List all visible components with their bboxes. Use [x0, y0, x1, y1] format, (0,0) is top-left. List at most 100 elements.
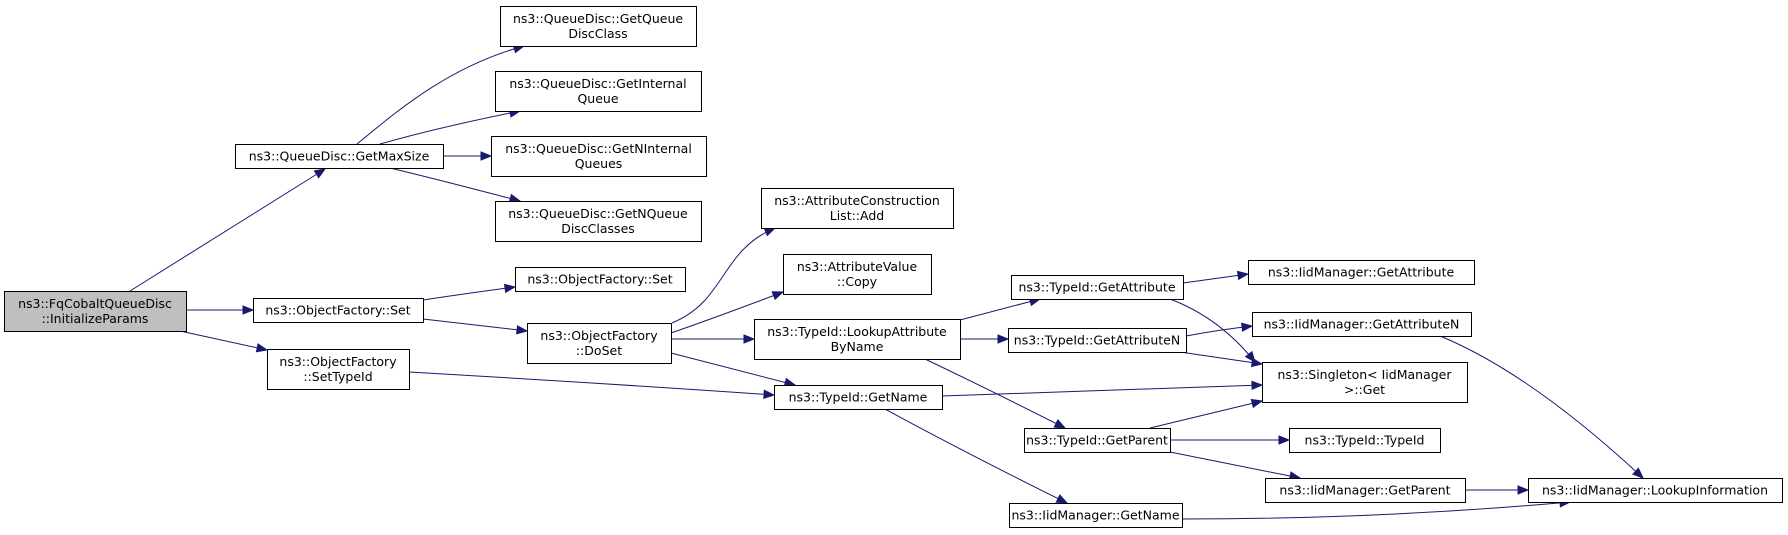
- node-iid-getparent[interactable]: ns3::IidManager::GetParent: [1265, 478, 1466, 503]
- node-label: List::Add: [830, 208, 884, 223]
- edge-arrowhead: [503, 283, 517, 294]
- edge-arrowhead: [763, 227, 777, 237]
- edge-fq-init-to-of-set: [186, 305, 255, 315]
- node-label: ns3::IidManager::LookupInformation: [1542, 483, 1768, 498]
- node-fq-init[interactable]: ns3::FqCobaltQueueDisc::InitializeParams: [4, 291, 187, 332]
- edge-line: [389, 167, 521, 202]
- node-of-settypeid[interactable]: ns3::ObjectFactory::SetTypeId: [267, 349, 410, 390]
- node-label: ns3::IidManager::GetName: [1011, 508, 1179, 523]
- node-box: [500, 6, 697, 47]
- node-of-set[interactable]: ns3::ObjectFactory::Set: [253, 298, 424, 323]
- node-box: [491, 136, 707, 177]
- node-label: ns3::QueueDisc::GetNQueue: [508, 206, 688, 221]
- edge-line: [924, 358, 1066, 429]
- node-av-copy[interactable]: ns3::AttributeValue::Copy: [783, 254, 932, 295]
- node-label: DiscClass: [568, 26, 627, 41]
- node-box: [1024, 428, 1171, 453]
- node-singleton-get[interactable]: ns3::Singleton< IidManager>::Get: [1262, 362, 1468, 403]
- edge-tid-lookupattr-to-tid-getparent: [924, 358, 1067, 429]
- node-label: ns3::QueueDisc::GetNInternal: [505, 141, 692, 156]
- edge-line: [671, 227, 776, 324]
- edge-arrowhead: [1251, 380, 1264, 391]
- edge-tid-getattribute-to-iid-getattribute: [1182, 270, 1250, 284]
- node-label: ns3::ObjectFactory: [279, 354, 397, 369]
- edge-tid-lookupattr-to-tid-getattribute: [959, 297, 1042, 321]
- edge-arrowhead: [1236, 270, 1250, 281]
- node-iid-lookupinfo[interactable]: ns3::IidManager::LookupInformation: [1528, 478, 1783, 503]
- node-label: ns3::QueueDisc::GetMaxSize: [249, 149, 430, 164]
- edge-tid-getparent-to-tid-typeid: [1170, 435, 1291, 445]
- edge-fq-init-to-qd-getmaxsize: [129, 168, 327, 292]
- edge-arrowhead: [255, 343, 269, 353]
- edge-line: [408, 371, 775, 396]
- node-box: [1262, 362, 1468, 403]
- edge-of-settypeid-to-tid-getname: [408, 371, 776, 400]
- edge-tid-getname-to-iid-getname: [884, 408, 1069, 504]
- node-box: [754, 319, 961, 360]
- edge-arrowhead: [771, 291, 785, 301]
- edge-line: [179, 330, 268, 351]
- edge-line: [422, 286, 516, 301]
- edge-tid-getattributen-to-iid-getattributen: [1185, 322, 1254, 337]
- edge-tid-getattributen-to-singleton-get: [1179, 351, 1264, 368]
- node-label: Queues: [575, 156, 623, 171]
- node-label: ns3::ObjectFactory::Set: [265, 303, 410, 318]
- node-of-set2[interactable]: ns3::ObjectFactory::Set: [515, 267, 686, 292]
- node-box: [1252, 312, 1472, 337]
- node-label: ns3::AttributeValue: [797, 259, 918, 274]
- node-label: >::Get: [1344, 382, 1385, 397]
- node-box: [267, 349, 410, 390]
- node-label: DiscClasses: [561, 221, 635, 236]
- edge-tid-getparent-to-singleton-get: [1149, 398, 1264, 429]
- node-tid-getparent[interactable]: ns3::TypeId::GetParent: [1024, 428, 1171, 453]
- node-qd-getmaxsize[interactable]: ns3::QueueDisc::GetMaxSize: [235, 144, 444, 169]
- edge-arrowhead: [1250, 398, 1264, 409]
- node-of-doset[interactable]: ns3::ObjectFactory::DoSet: [527, 323, 672, 364]
- node-label: ::InitializeParams: [42, 311, 149, 326]
- edge-line: [1179, 351, 1263, 365]
- edge-line: [670, 352, 796, 386]
- edge-of-set-to-of-doset: [422, 318, 529, 335]
- edge-of-doset-to-av-copy: [670, 291, 785, 334]
- node-label: ns3::FqCobaltQueueDisc: [18, 296, 172, 311]
- edge-line: [422, 318, 528, 332]
- edge-tid-lookupattr-to-tid-getattributen: [960, 334, 1010, 344]
- edge-of-set-to-of-set2: [422, 283, 517, 301]
- edge-arrowhead: [313, 168, 327, 179]
- node-box: [1248, 260, 1475, 285]
- node-box: [774, 385, 943, 410]
- node-iid-getattributen[interactable]: ns3::IidManager::GetAttributeN: [1252, 312, 1472, 337]
- node-label: ns3::TypeId::GetName: [789, 390, 928, 405]
- node-box: [1265, 478, 1466, 503]
- node-label: ns3::IidManager::GetAttributeN: [1264, 317, 1460, 332]
- node-tid-getname[interactable]: ns3::TypeId::GetName: [774, 385, 943, 410]
- node-box: [235, 144, 444, 169]
- node-box: [1009, 503, 1183, 528]
- edge-of-doset-to-tid-lookupattr: [671, 334, 756, 344]
- node-iid-getname[interactable]: ns3::IidManager::GetName: [1009, 503, 1183, 528]
- edge-iid-getparent-to-iid-lookupinfo: [1465, 485, 1530, 495]
- edge-fq-init-to-of-settypeid: [179, 330, 269, 353]
- node-label: ns3::IidManager::GetAttribute: [1268, 265, 1455, 280]
- node-tid-typeid[interactable]: ns3::TypeId::TypeId: [1289, 428, 1441, 453]
- edge-qd-getmaxsize-to-qd-getninternalqueues: [443, 151, 493, 161]
- edge-arrowhead: [1517, 485, 1530, 495]
- node-iid-getattribute[interactable]: ns3::IidManager::GetAttribute: [1248, 260, 1475, 285]
- edge-line: [356, 45, 525, 145]
- node-tid-getattributen[interactable]: ns3::TypeId::GetAttributeN: [1008, 328, 1187, 353]
- node-box: [253, 298, 424, 323]
- node-label: ns3::AttributeConstruction: [774, 193, 940, 208]
- node-label: ns3::TypeId::GetParent: [1026, 433, 1168, 448]
- node-box: [527, 323, 672, 364]
- edge-arrowhead: [1055, 494, 1069, 504]
- node-label: ns3::TypeId::GetAttribute: [1018, 280, 1175, 295]
- node-tid-getattribute[interactable]: ns3::TypeId::GetAttribute: [1011, 275, 1184, 300]
- node-box: [495, 71, 702, 112]
